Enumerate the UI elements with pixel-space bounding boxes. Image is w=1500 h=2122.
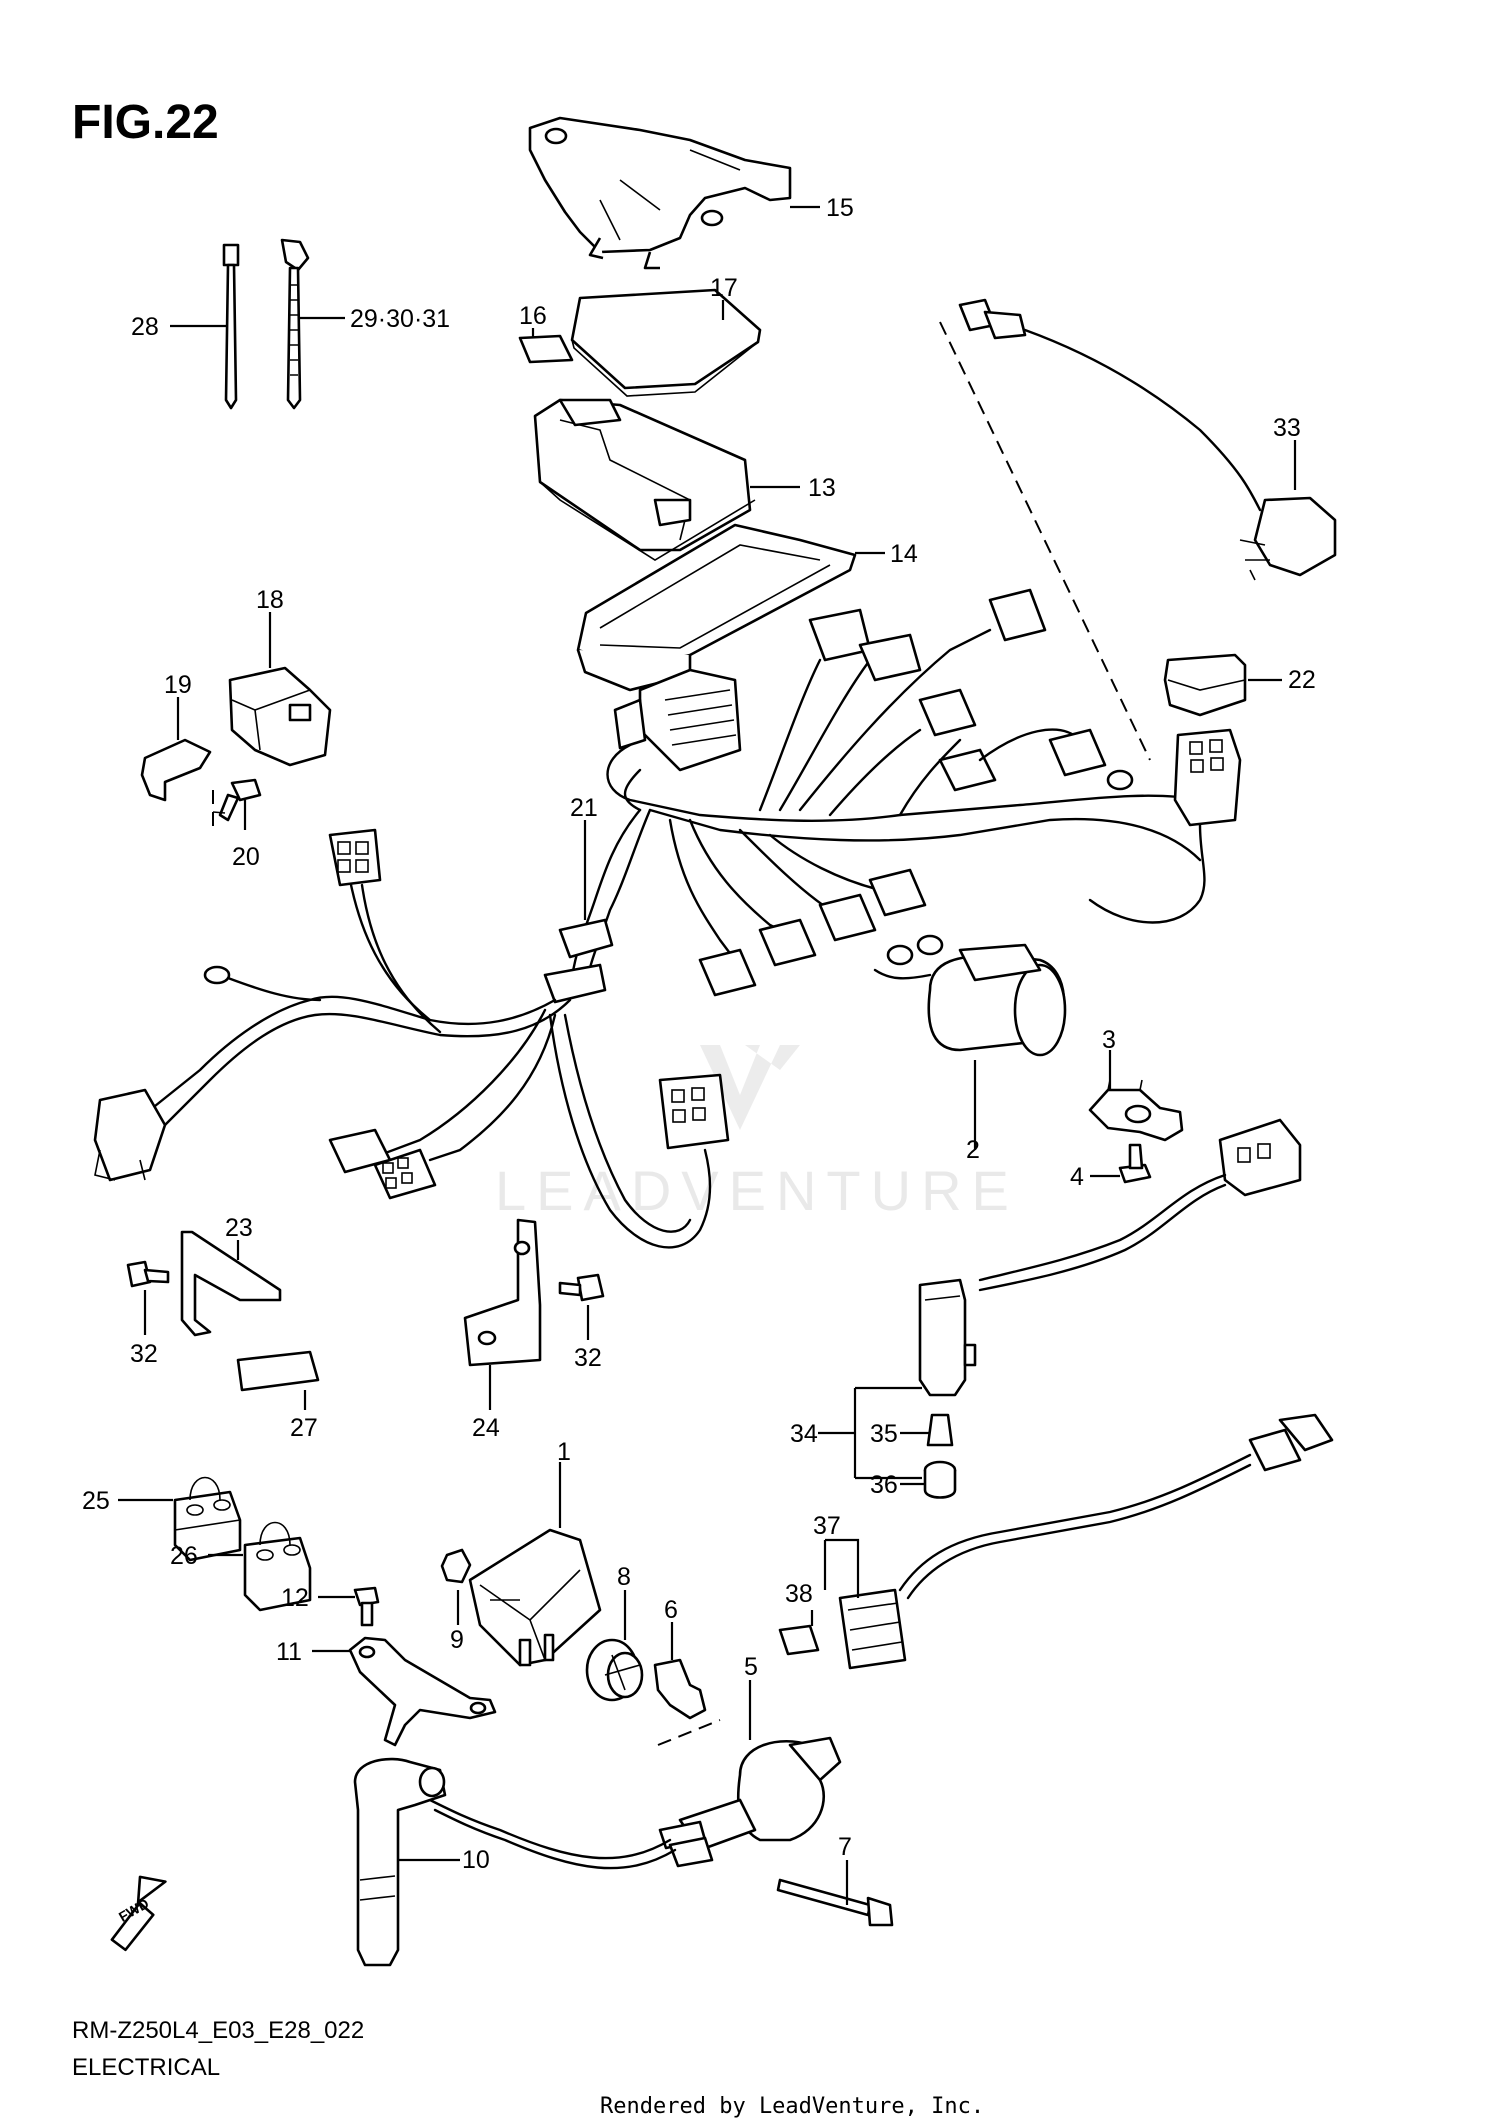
callout-14: 14	[890, 540, 918, 568]
callout-5: 5	[744, 1653, 758, 1681]
watermark-text: LEADVENTURE	[495, 1159, 1019, 1222]
part-32-bolt-left[interactable]	[126, 1260, 170, 1288]
part-33-sensor[interactable]	[958, 298, 1337, 581]
callout-3: 3	[1102, 1026, 1116, 1054]
callout-24: 24	[472, 1414, 500, 1442]
fwd-arrow-icon: FWD	[110, 1875, 167, 1952]
callout-26: 26	[170, 1542, 198, 1570]
model-code: RM-Z250L4_E03_E28_022	[72, 2017, 364, 2044]
callout-8: 8	[617, 1563, 631, 1591]
callout-7: 7	[838, 1833, 852, 1861]
part-5-ignition-coil[interactable]	[428, 1736, 842, 1870]
part-32-bolt-right[interactable]	[558, 1273, 605, 1302]
callout-25: 25	[82, 1487, 110, 1515]
part-36-grommet[interactable]	[923, 1460, 957, 1499]
part-3-bracket[interactable]	[1088, 1079, 1184, 1142]
callout-10: 10	[462, 1846, 490, 1874]
part-1-regulator[interactable]	[468, 1528, 602, 1667]
part-12-bolt[interactable]	[353, 1586, 380, 1627]
part-38-fuse[interactable]	[778, 1624, 820, 1656]
callout-4: 4	[1070, 1163, 1084, 1191]
callout-34: 34	[790, 1420, 818, 1448]
part-25-coupler[interactable]	[173, 1476, 242, 1562]
part-8-cushion[interactable]	[585, 1638, 644, 1702]
callout-1: 1	[557, 1438, 571, 1466]
part-19-bracket[interactable]	[140, 738, 212, 802]
part-14-rubber-band[interactable]	[576, 523, 857, 692]
part-28-cable-tie[interactable]	[222, 243, 240, 410]
part-15-ecm-bracket[interactable]	[528, 116, 792, 270]
part-37-lead-wire[interactable]	[838, 1413, 1334, 1670]
callout-33: 33	[1273, 414, 1301, 442]
callout-18: 18	[256, 586, 284, 614]
callout-36: 36	[870, 1471, 898, 1499]
callout-29-30-31: 29·30·31	[350, 305, 450, 333]
part-20-bolt[interactable]	[218, 778, 262, 822]
callout-21: 21	[570, 794, 598, 822]
callout-9: 9	[450, 1626, 464, 1654]
callout-16: 16	[519, 302, 547, 330]
callout-6: 6	[664, 1596, 678, 1624]
part-27-pad[interactable]	[236, 1350, 320, 1392]
callout-23: 23	[225, 1214, 253, 1242]
callout-20: 20	[232, 843, 260, 871]
part-26-coupler[interactable]	[243, 1521, 312, 1612]
callout-17: 17	[710, 274, 738, 302]
part-10-plug-cap[interactable]	[353, 1757, 447, 1967]
callout-11: 11	[276, 1638, 302, 1666]
part-9-nut[interactable]	[440, 1548, 472, 1584]
callout-37: 37	[813, 1512, 841, 1540]
watermark-logo	[700, 1045, 800, 1130]
callout-28: 28	[131, 313, 159, 341]
callout-13: 13	[808, 474, 836, 502]
part-16-pad[interactable]	[518, 334, 574, 364]
part-18-relay[interactable]	[228, 666, 332, 767]
part-17-pad[interactable]	[570, 288, 762, 397]
watermark: LEADVENTURE	[495, 1045, 1019, 1222]
callout-labels: 1 2 3 4 5 6 7 8 9 10 11 12 13 14 15 16 1…	[82, 194, 1316, 1874]
part-21-wiring-harness[interactable]	[93, 588, 1242, 1249]
part-35-plug[interactable]	[926, 1413, 954, 1447]
figure-title: FIG.22	[72, 96, 219, 149]
callout-38: 38	[785, 1580, 813, 1608]
part-11-bracket[interactable]	[348, 1636, 497, 1747]
section-name: ELECTRICAL	[72, 2054, 220, 2081]
part-4-screw[interactable]	[1118, 1143, 1152, 1184]
callout-19: 19	[164, 671, 192, 699]
callout-12: 12	[281, 1584, 309, 1612]
callout-35: 35	[870, 1420, 898, 1448]
part-29-30-31-cable-tie[interactable]	[280, 238, 310, 410]
callout-2: 2	[966, 1136, 980, 1164]
callout-15: 15	[826, 194, 854, 222]
part-2-condenser[interactable]	[873, 943, 1067, 1057]
part-23-bracket[interactable]	[180, 1230, 282, 1337]
part-24-bracket[interactable]	[463, 1218, 542, 1367]
part-34-ignition-coil-cap[interactable]	[918, 1118, 1302, 1397]
rendered-by: Rendered by LeadVenture, Inc.	[600, 2094, 984, 2119]
part-7-bolt[interactable]	[776, 1878, 894, 1927]
part-22-cap[interactable]	[1163, 653, 1247, 717]
callout-32-right: 32	[574, 1344, 602, 1372]
callout-22: 22	[1288, 666, 1316, 694]
callout-27: 27	[290, 1414, 318, 1442]
callout-32-left: 32	[130, 1340, 158, 1368]
part-13-ecm[interactable]	[533, 398, 756, 561]
part-6-collar[interactable]	[653, 1658, 707, 1720]
